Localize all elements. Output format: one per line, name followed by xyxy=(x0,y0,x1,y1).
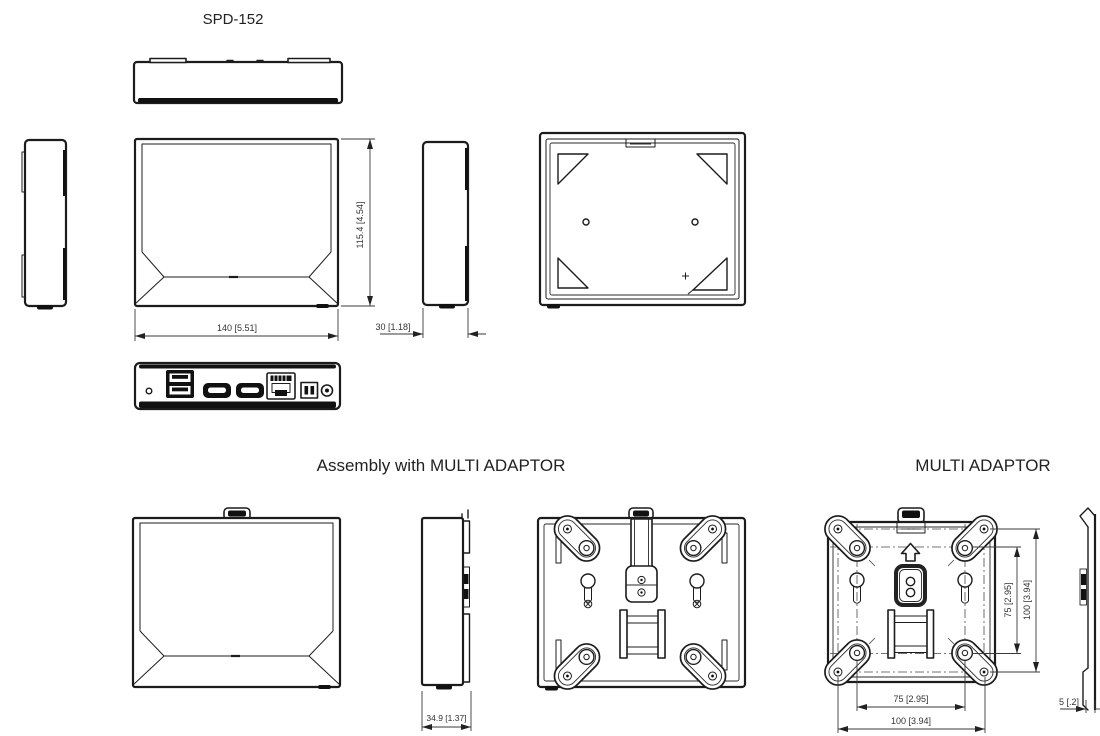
corner-triangle xyxy=(557,153,589,185)
adaptor-section-label: MULTI ADAPTOR xyxy=(915,456,1050,475)
dim-device-width: 140 [5.51] xyxy=(134,309,339,341)
dim-adaptor-thickness: 5 [.2] xyxy=(1059,697,1100,713)
view-adaptor-profile xyxy=(1079,507,1097,711)
foot xyxy=(436,685,452,690)
hdmi-port-icon xyxy=(203,383,231,398)
dim-adaptor-pitch-horizontal: 75 [2.95] xyxy=(856,661,966,711)
dim-adaptor-size-horizontal: 100 [3.94] xyxy=(837,677,986,733)
corner-triangle xyxy=(696,153,728,185)
view-assembly-rear xyxy=(536,507,747,696)
foot xyxy=(37,305,53,310)
view-assembly-side xyxy=(420,509,471,690)
strap-bracket xyxy=(887,609,935,659)
dim-device-height: 115.4 [4.54] xyxy=(341,138,375,307)
screw-hole xyxy=(691,218,699,226)
view-front xyxy=(133,137,340,308)
dim-device-depth-label: 30 [1.18] xyxy=(375,322,410,332)
keyhole-slot xyxy=(689,573,705,609)
foot xyxy=(545,686,558,691)
dim-adaptor-size-v-label: 100 [3.94] xyxy=(1022,580,1032,620)
dim-adaptor-pitch-h-label: 75 [2.95] xyxy=(893,694,928,704)
dim-adaptor-size-vertical: 100 [3.94] xyxy=(990,528,1040,673)
center-bracket xyxy=(894,564,927,607)
view-adaptor xyxy=(818,507,1004,692)
up-arrow-icon xyxy=(900,542,921,562)
view-assembly-front xyxy=(131,507,342,689)
dim-device-width-label: 140 [5.51] xyxy=(217,323,257,333)
dim-device-height-label: 115.4 [4.54] xyxy=(355,202,365,249)
adaptor-profile xyxy=(462,520,471,554)
dim-adaptor-thickness-label: 5 [.2] xyxy=(1059,697,1079,707)
view-side-left xyxy=(21,138,68,310)
view-ports xyxy=(133,361,342,411)
product-title: SPD-152 xyxy=(203,11,264,28)
ethernet-port-icon xyxy=(266,372,296,400)
hdmi-port-icon xyxy=(236,383,264,398)
dual-usb-port-icon xyxy=(166,370,194,398)
dc-power-jack-icon xyxy=(320,384,334,397)
dim-assembly-depth: 34.9 [1.37] xyxy=(421,691,472,731)
hook-strap xyxy=(625,518,658,603)
foot xyxy=(318,685,331,689)
foot xyxy=(439,304,455,309)
view-side-right xyxy=(421,140,470,309)
screw-hole xyxy=(582,218,590,226)
terminal-block-icon xyxy=(300,381,319,399)
view-rear xyxy=(538,131,747,309)
dim-assembly-depth-label: 34.9 [1.37] xyxy=(426,713,466,723)
corner-triangle xyxy=(692,257,728,291)
assembly-section-label: Assembly with MULTI ADAPTOR xyxy=(317,456,566,475)
corner-triangle xyxy=(557,257,589,289)
strap-bracket xyxy=(619,609,666,659)
keyhole-slot xyxy=(957,572,973,604)
keyhole-slot xyxy=(849,572,865,604)
power-led-icon xyxy=(145,387,153,395)
foot xyxy=(316,304,329,308)
view-top xyxy=(132,57,344,105)
dim-adaptor-pitch-v-label: 75 [2.95] xyxy=(1003,582,1013,617)
foot xyxy=(547,304,560,309)
hanger-notch xyxy=(625,138,656,148)
dim-adaptor-size-h-label: 100 [3.94] xyxy=(891,716,931,726)
dim-adaptor-pitch-vertical: 75 [2.95] xyxy=(972,546,1021,654)
keyhole-slot xyxy=(580,573,596,609)
dim-device-depth: 30 [1.18] xyxy=(375,308,486,338)
